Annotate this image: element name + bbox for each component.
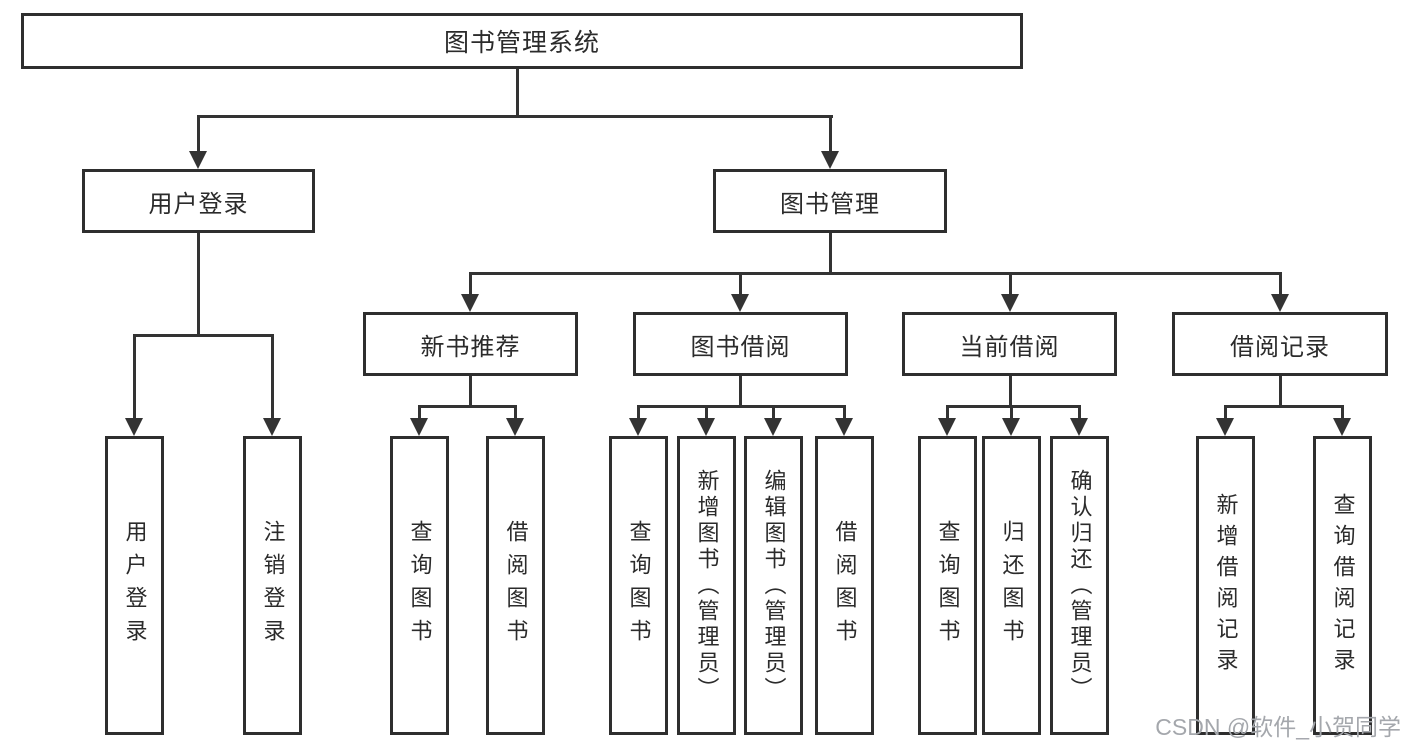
- node-current-borrowing: 当前借阅: [902, 312, 1117, 376]
- connector-level3-stem: [739, 274, 742, 296]
- arrow-down-icon: [125, 418, 143, 436]
- node-label: 用户登录: [148, 190, 249, 218]
- leaf-label: 查询图书: [407, 519, 433, 652]
- leaf-label: 查询图书: [626, 519, 652, 652]
- node-label: 图书借阅: [690, 333, 791, 361]
- leaf-user-login: 用户登录: [105, 436, 164, 735]
- leaf-label: 新增图书（管理员）: [694, 468, 720, 703]
- leaf-query-borrow-record: 查询借阅记录: [1313, 436, 1372, 735]
- arrow-down-icon: [731, 294, 749, 312]
- arrow-down-icon: [1271, 294, 1289, 312]
- node-book-management: 图书管理: [713, 169, 947, 233]
- leaf-label: 用户登录: [122, 519, 148, 652]
- arrow-down-icon: [506, 418, 524, 436]
- node-label: 当前借阅: [959, 333, 1060, 361]
- arrow-down-icon: [1070, 418, 1088, 436]
- csdn-watermark: CSDN @软件_小贺同学: [1155, 714, 1401, 740]
- node-label: 新书推荐: [420, 333, 521, 361]
- leaf-label: 归还图书: [999, 519, 1025, 652]
- connector-book-mgmt-down: [829, 233, 832, 275]
- connector-level3-stem: [1009, 274, 1012, 296]
- connector-leaf-stem: [705, 407, 708, 419]
- arrow-down-icon: [410, 418, 428, 436]
- leaf-logout: 注销登录: [243, 436, 302, 735]
- arrow-down-icon: [1216, 418, 1234, 436]
- connector-leaf-stem: [1078, 407, 1081, 419]
- node-borrowing-records: 借阅记录: [1172, 312, 1388, 376]
- leaf-label: 确认归还（管理员）: [1067, 468, 1093, 703]
- connector-leaf-stem: [133, 336, 136, 418]
- leaf-add-borrow-record: 新增借阅记录: [1196, 436, 1255, 735]
- connector-leaf-stem: [1224, 407, 1227, 419]
- connector-leaf-stem: [1010, 407, 1013, 419]
- leaf-confirm-return-admin: 确认归还（管理员）: [1050, 436, 1109, 735]
- connector-book-mgmt-hbar: [469, 272, 1282, 275]
- arrow-down-icon: [764, 418, 782, 436]
- arrow-down-icon: [821, 151, 839, 169]
- arrow-down-icon: [835, 418, 853, 436]
- connector-leaf-stem: [514, 407, 517, 419]
- leaf-edit-books-admin: 编辑图书（管理员）: [744, 436, 803, 735]
- leaf-return-books: 归还图书: [982, 436, 1041, 735]
- connector-group-hbar: [637, 405, 846, 408]
- connector-group-down: [469, 376, 472, 407]
- connector-level3-stem: [1279, 274, 1282, 296]
- connector-root-hbar: [197, 115, 833, 118]
- leaf-add-books-admin: 新增图书（管理员）: [677, 436, 736, 735]
- connector-user-login-down: [197, 233, 200, 336]
- arrow-down-icon: [1002, 418, 1020, 436]
- connector-leaf-stem: [843, 407, 846, 419]
- connector-group-hbar: [418, 405, 517, 408]
- arrow-down-icon: [1001, 294, 1019, 312]
- connector-leaf-stem: [1341, 407, 1344, 419]
- node-label: 图书管理: [780, 190, 880, 218]
- connector-leaf-stem: [418, 407, 421, 419]
- leaf-borrow-books-1: 借阅图书: [486, 436, 545, 735]
- node-label: 借阅记录: [1230, 333, 1330, 361]
- arrow-down-icon: [189, 151, 207, 169]
- connector-leaf-stem: [637, 407, 640, 419]
- connector-group-hbar: [1224, 405, 1344, 408]
- connector-leaf-stem: [772, 407, 775, 419]
- arrow-down-icon: [461, 294, 479, 312]
- leaf-label: 注销登录: [260, 519, 286, 652]
- connector-leaf-stem: [271, 336, 274, 418]
- leaf-query-books-1: 查询图书: [390, 436, 449, 735]
- node-user-login: 用户登录: [82, 169, 315, 233]
- node-label: 图书管理系统: [443, 29, 600, 57]
- leaf-label: 借阅图书: [832, 519, 858, 652]
- connector-leaf-stem: [946, 407, 949, 419]
- arrow-down-icon: [938, 418, 956, 436]
- connector-root-stem: [516, 67, 519, 117]
- node-new-book-recommend: 新书推荐: [363, 312, 578, 376]
- leaf-query-books-2: 查询图书: [609, 436, 668, 735]
- connector-user-login-stem: [197, 117, 200, 152]
- connector-group-hbar: [946, 405, 1081, 408]
- leaf-label: 查询图书: [935, 519, 961, 652]
- connector-group-down: [1009, 376, 1012, 407]
- leaf-label: 查询借阅记录: [1330, 492, 1356, 679]
- connector-group-down: [1279, 376, 1282, 407]
- arrow-down-icon: [1333, 418, 1351, 436]
- leaf-label: 借阅图书: [503, 519, 529, 652]
- connector-group-down: [739, 376, 742, 407]
- leaf-label: 编辑图书（管理员）: [761, 468, 787, 703]
- leaf-label: 新增借阅记录: [1213, 492, 1239, 679]
- node-library-management-system: 图书管理系统: [21, 13, 1023, 69]
- connector-level3-stem: [469, 274, 472, 296]
- arrow-down-icon: [629, 418, 647, 436]
- connector-book-mgmt-stem: [829, 117, 832, 152]
- node-book-borrowing: 图书借阅: [633, 312, 848, 376]
- leaf-query-books-3: 查询图书: [918, 436, 977, 735]
- connector-user-login-hbar: [133, 334, 274, 337]
- arrow-down-icon: [697, 418, 715, 436]
- leaf-borrow-books-2: 借阅图书: [815, 436, 874, 735]
- arrow-down-icon: [263, 418, 281, 436]
